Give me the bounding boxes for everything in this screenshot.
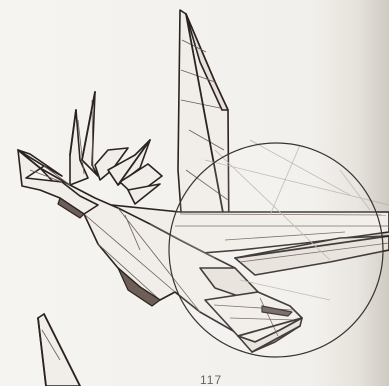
step-number: 117 <box>200 373 222 386</box>
lower-spike-fragment <box>38 314 80 386</box>
magnifier-circle <box>169 143 383 357</box>
